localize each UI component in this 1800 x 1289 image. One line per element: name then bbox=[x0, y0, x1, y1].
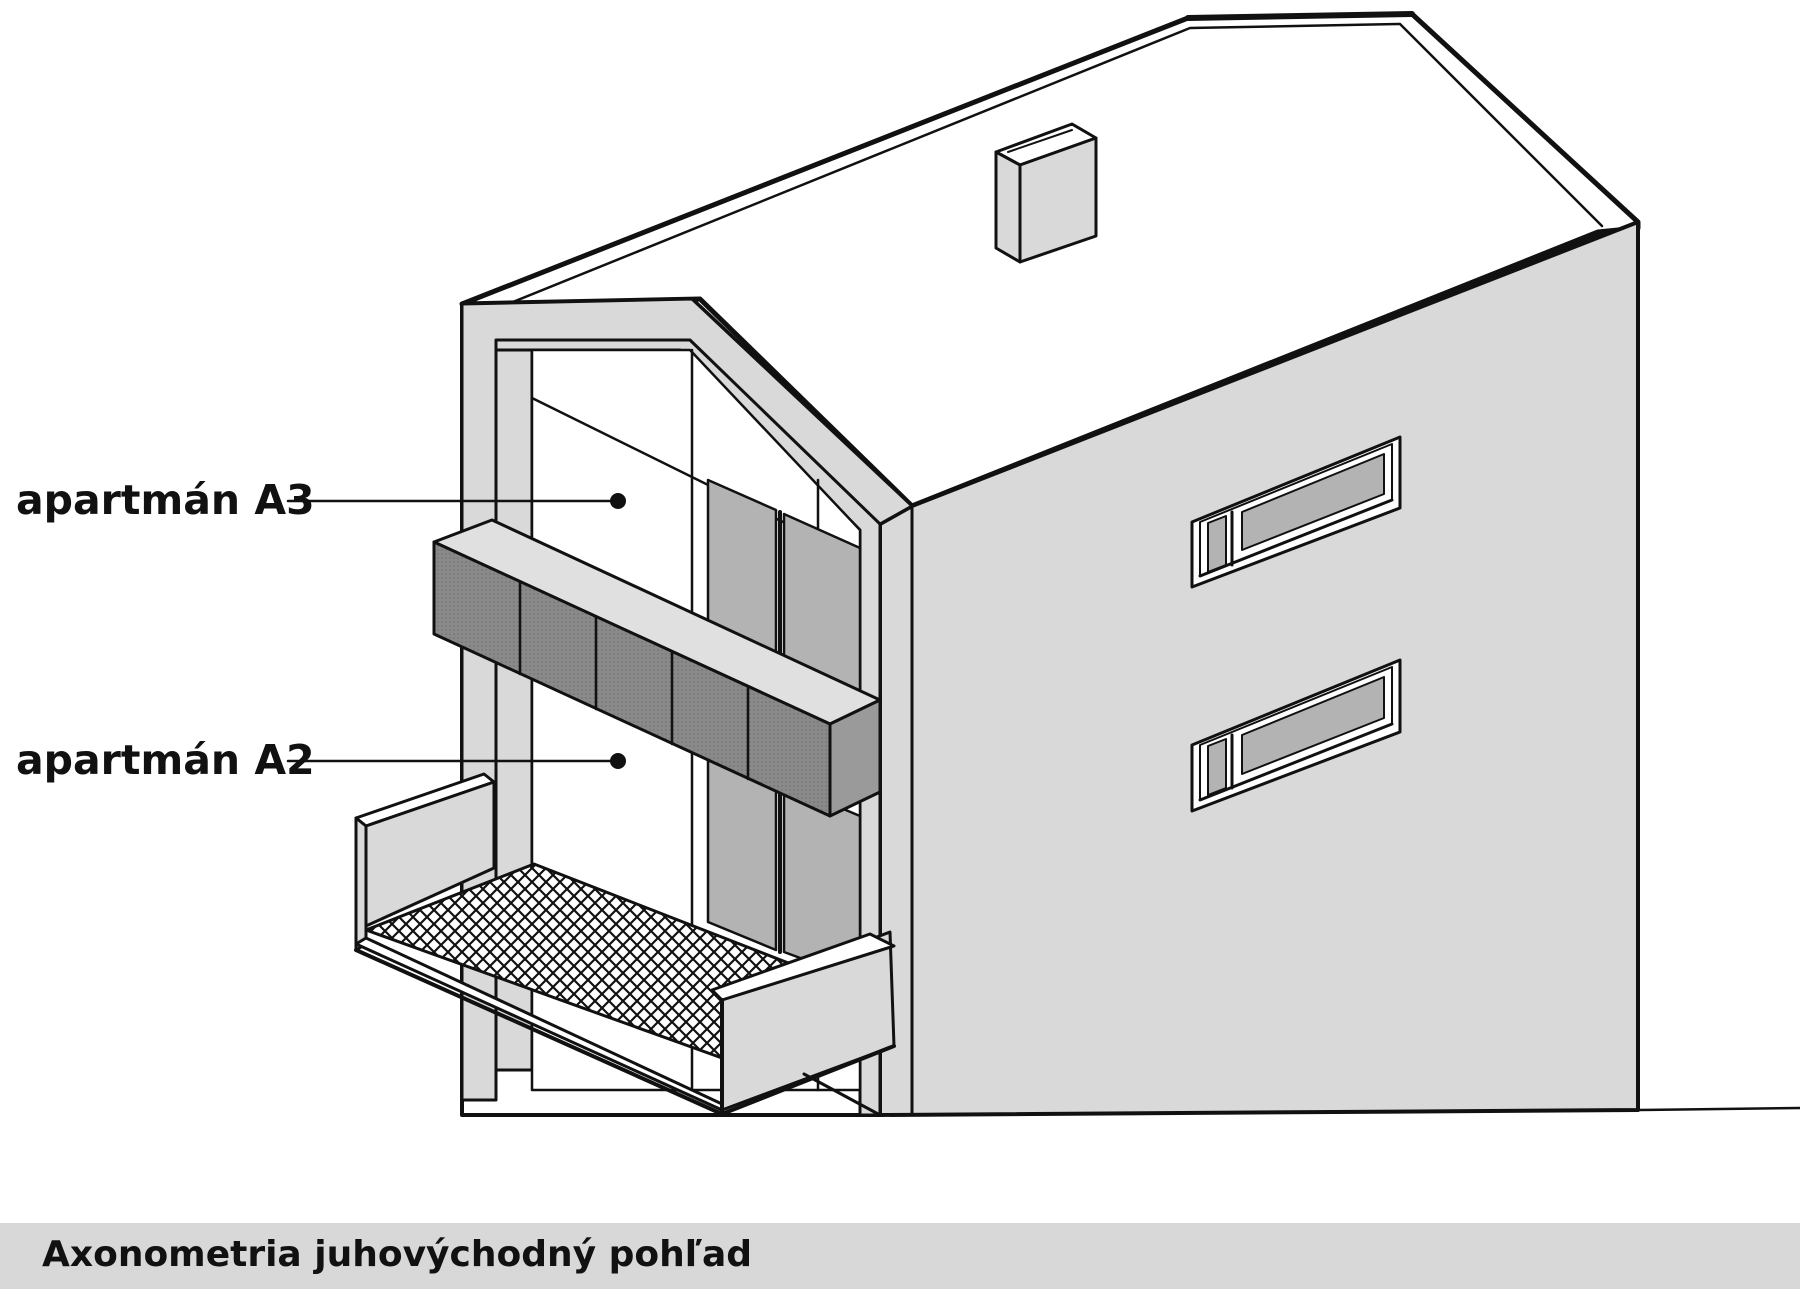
lower-balcony bbox=[354, 772, 896, 1117]
label-apartment-a2: apartmán A2 bbox=[16, 736, 315, 784]
leader-line-a2 bbox=[286, 753, 626, 769]
label-apartment-a3: apartmán A3 bbox=[16, 476, 315, 524]
chimney bbox=[994, 122, 1098, 264]
side-window-upper bbox=[1190, 435, 1402, 589]
caption-bar: Axonometria juhovýchodný pohľad bbox=[0, 1223, 1800, 1289]
house-axonometric-drawing bbox=[286, 11, 1800, 1117]
side-window-lower bbox=[1190, 658, 1402, 813]
upper-balcony-railing bbox=[432, 518, 882, 818]
caption-text: Axonometria juhovýchodný pohľad bbox=[42, 1234, 753, 1275]
leader-line-a3 bbox=[286, 493, 626, 509]
